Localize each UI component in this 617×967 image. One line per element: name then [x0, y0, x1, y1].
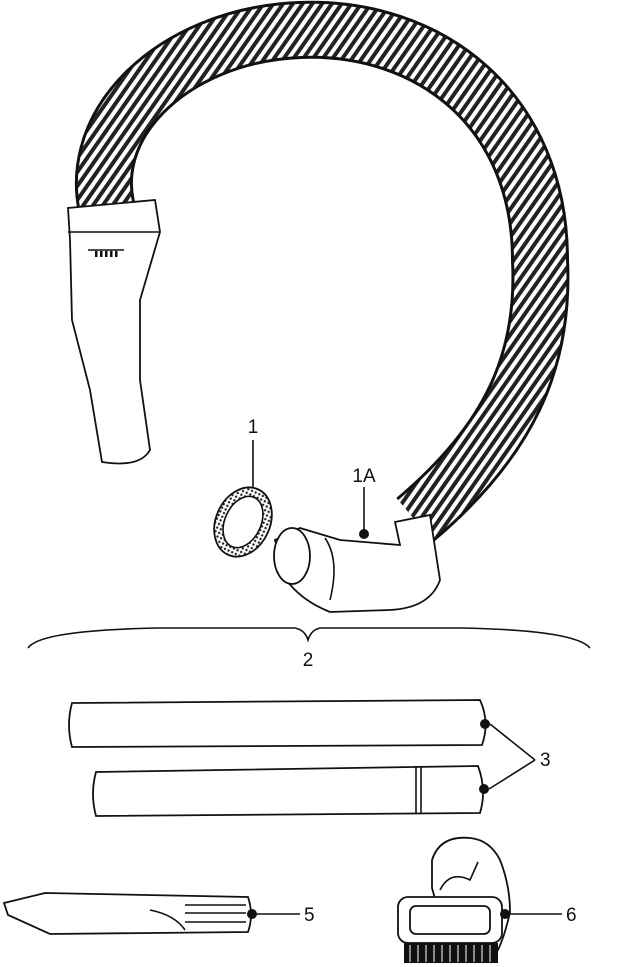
gasket-ring	[213, 440, 273, 558]
callout-1a: 1A	[352, 466, 376, 487]
callout-5: 5	[304, 905, 315, 926]
hose	[74, 0, 570, 543]
crevice-tool	[2, 892, 300, 935]
callout-1: 1	[248, 417, 259, 438]
assembly-brace	[27, 627, 591, 649]
hose-handle	[67, 199, 161, 465]
extension-wand-lower	[92, 765, 489, 817]
callout-3: 3	[540, 750, 551, 771]
dusting-brush	[397, 836, 562, 963]
extension-wand-upper	[68, 699, 490, 748]
callout-2: 2	[303, 650, 314, 671]
leader-line-3b	[488, 759, 536, 790]
callout-dot-1a	[359, 529, 369, 539]
callout-6: 6	[566, 905, 577, 926]
elbow-fitting	[273, 487, 441, 613]
leader-line-3a	[489, 723, 536, 761]
